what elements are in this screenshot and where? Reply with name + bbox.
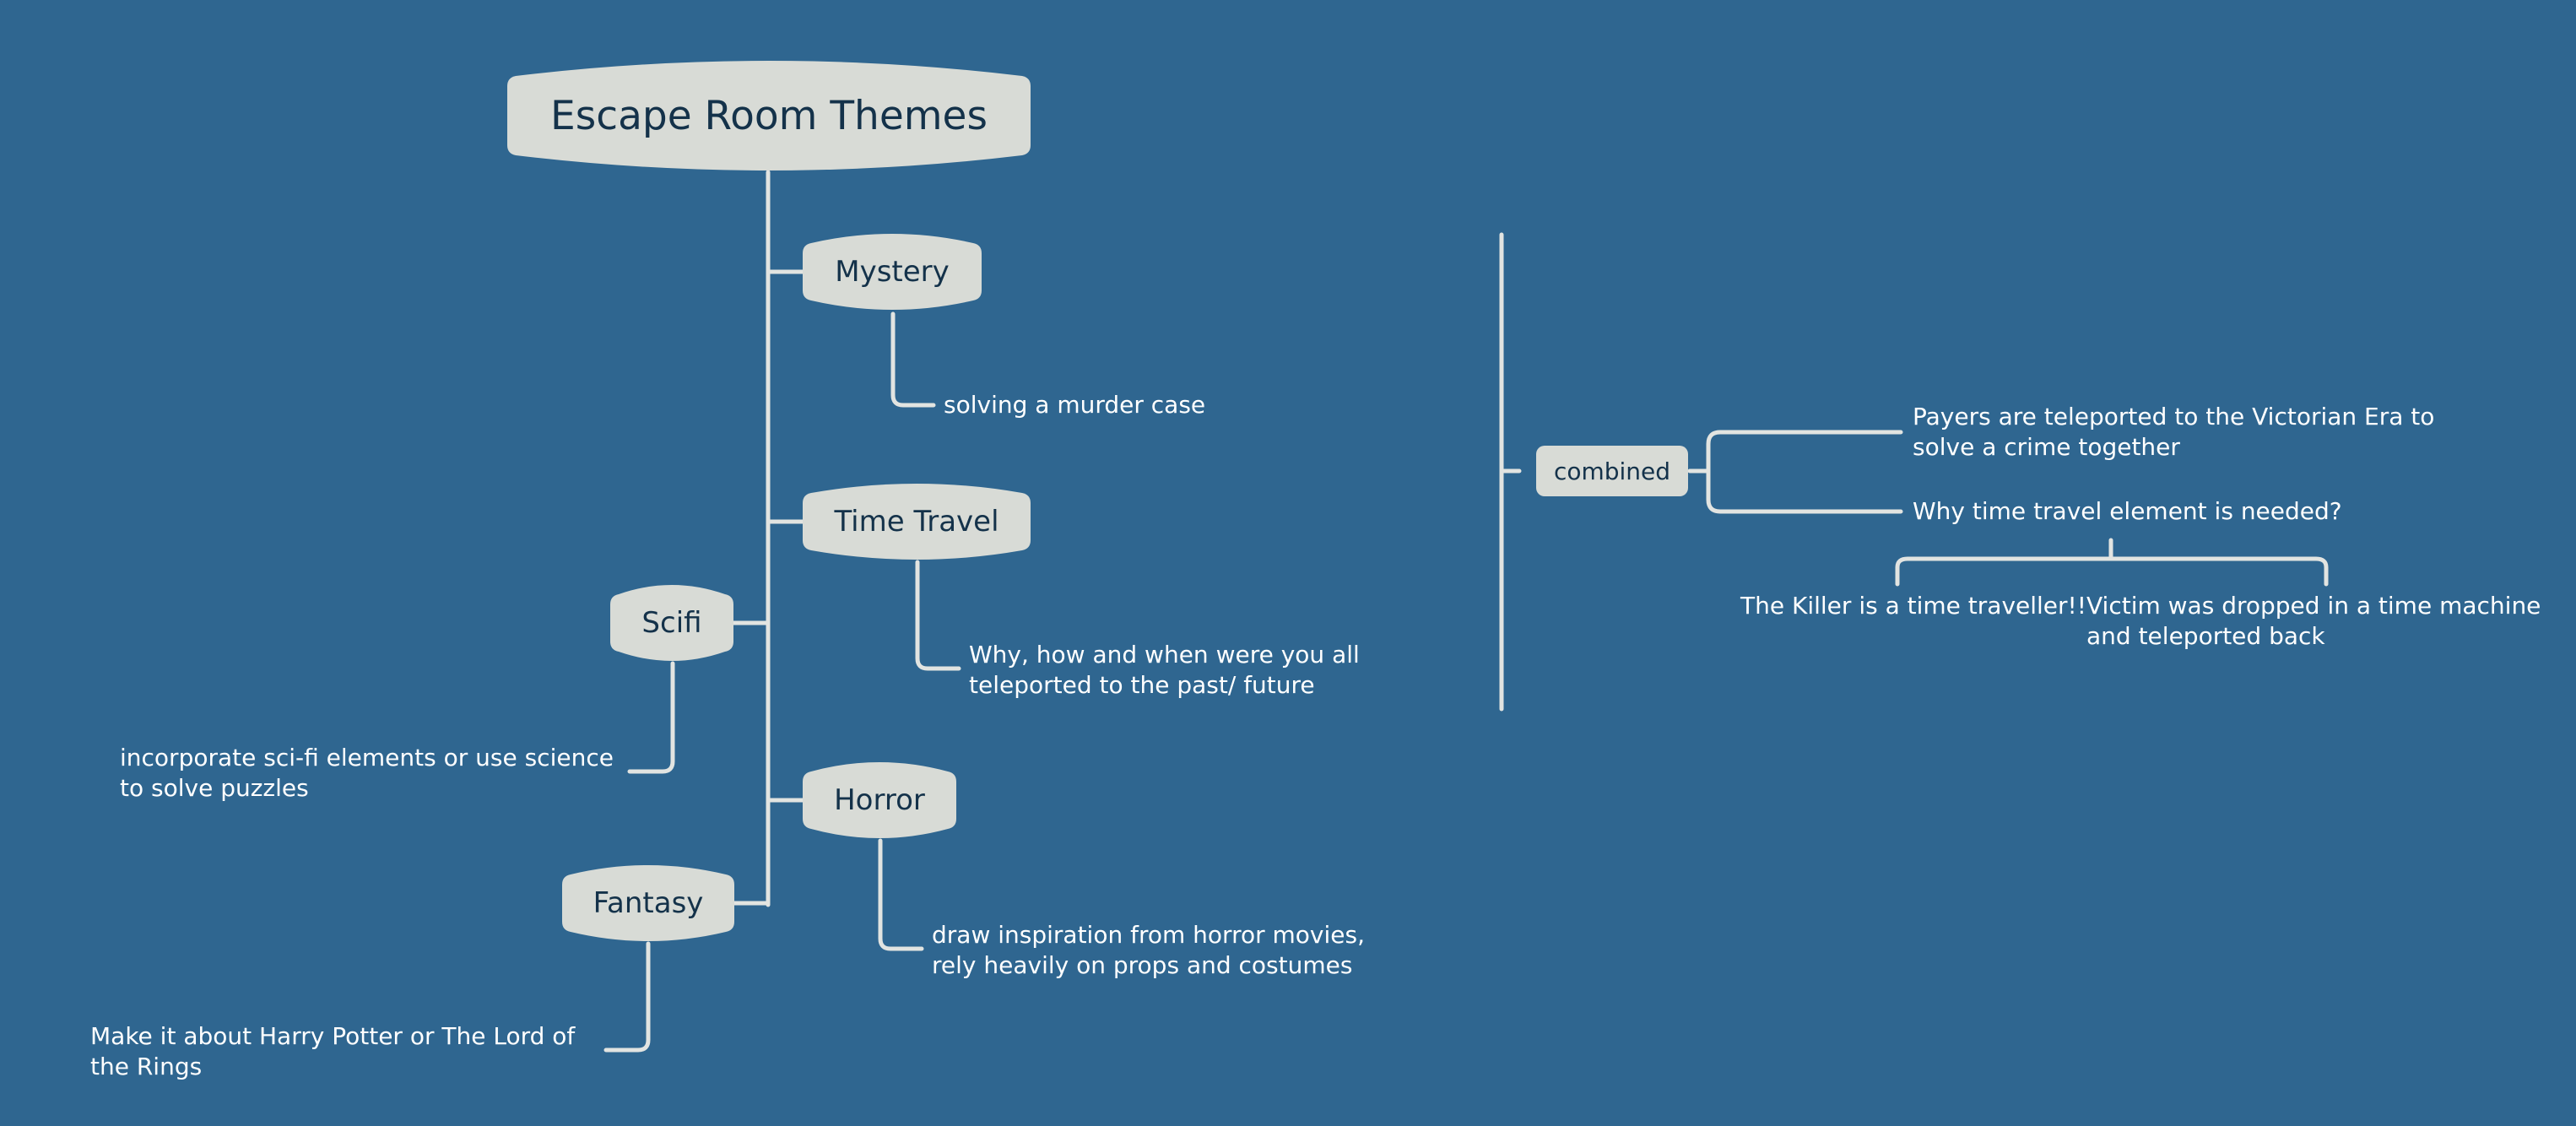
topic-node-scifi[interactable]: Scifi [610,582,733,663]
note-time-travel: Why, how and when were you all teleporte… [969,641,1360,699]
note-horror: draw inspiration from horror movies, rel… [932,921,1365,979]
topic-label-time-travel: Time Travel [834,505,999,539]
connector-time-travel-note [915,560,961,671]
topic-node-shape [803,484,1031,560]
topic-node-horror[interactable]: Horror [803,760,956,841]
topic-label-fantasy: Fantasy [593,886,704,920]
note-mystery: solving a murder case [944,391,1206,419]
connector-scifi-note [627,661,675,774]
combined-node-shape [1536,446,1688,496]
connector-horror-note [878,838,924,951]
combined-node[interactable]: combined [1536,446,1688,496]
topic-node-shape [803,234,982,310]
combined-question-text: Why time travel element is needed? [1913,497,2342,525]
topic-node-fantasy[interactable]: Fantasy [562,863,734,944]
connector-mystery-note [890,311,936,408]
combined-answer-victim: Victim was dropped in a time machine and… [2086,592,2541,650]
root-node-shape [507,61,1031,171]
topic-node-shape [562,865,734,941]
topic-label-scifi: Scifi [641,606,702,640]
connector-combined-idea [1687,430,1903,474]
topic-label-horror: Horror [834,783,925,817]
combined-idea-text: Payers are teleported to the Victorian E… [1913,403,2435,461]
topic-node-shape [803,762,956,838]
note-scifi: incorporate sci-fi elements or use scien… [120,744,614,802]
topic-node-shape [610,585,733,661]
root-node-label: Escape Room Themes [550,92,988,139]
combined-node-label: combined [1553,457,1671,485]
root-node[interactable]: Escape Room Themes [507,57,1031,174]
note-fantasy: Make it about Harry Potter or The Lord o… [90,1022,576,1080]
combined-answer-killer: The Killer is a time traveller!! [1740,592,2086,620]
topic-node-time-travel[interactable]: Time Travel [803,481,1031,562]
answers-brace [1895,556,2329,587]
topic-node-mystery[interactable]: Mystery [803,231,982,312]
connector-combined-question [1706,468,1903,514]
topic-label-mystery: Mystery [835,255,950,289]
connector-fantasy-note [603,941,651,1053]
